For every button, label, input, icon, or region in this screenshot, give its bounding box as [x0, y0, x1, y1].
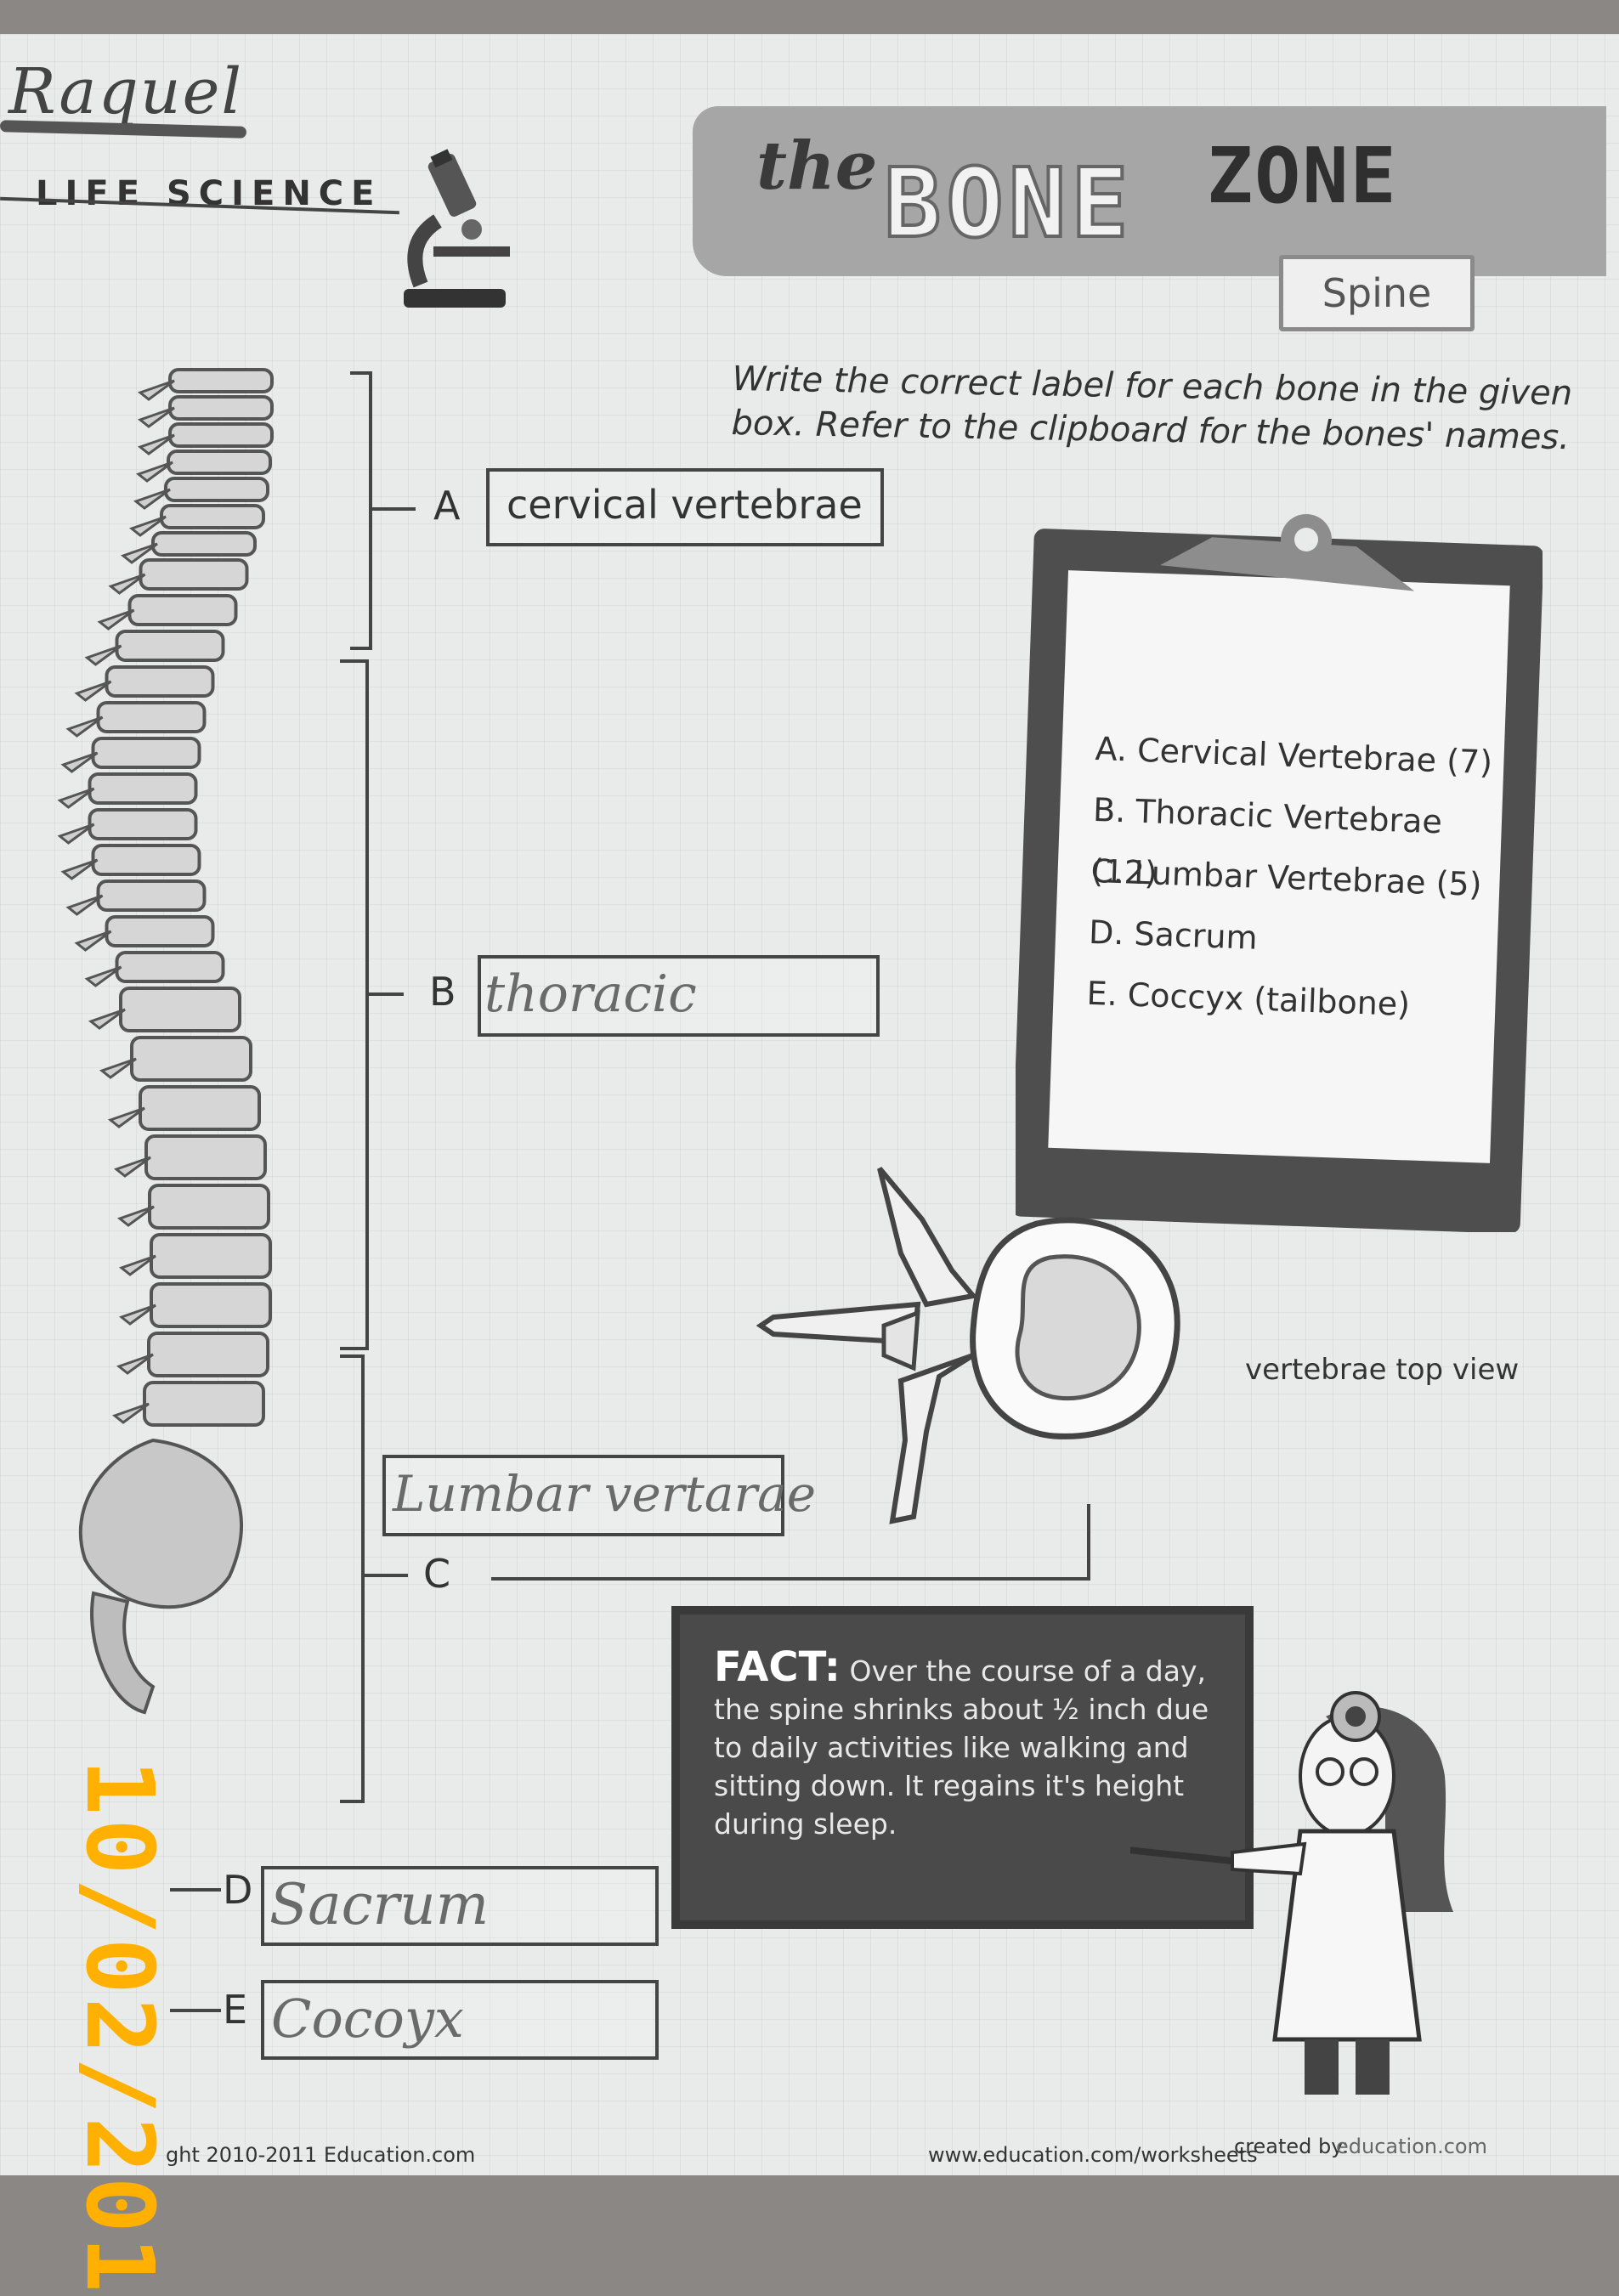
spine-vertebra: [132, 1038, 251, 1080]
spine-vertebra: [130, 596, 236, 625]
spine-vertebra: [90, 810, 196, 839]
spine-vertebra: [93, 845, 200, 874]
spine-vertebra: [140, 1087, 259, 1129]
spine-vertebra: [141, 560, 247, 589]
footer-created-by: created by:: [1234, 2135, 1349, 2158]
vertebra-top-view-illustration: [756, 1160, 1232, 1559]
spine-process: [139, 462, 173, 481]
fact-heading: FACT:: [714, 1643, 841, 1691]
spine-vertebra: [99, 703, 205, 732]
label-letter-a: A: [433, 483, 460, 529]
label-letter-c: C: [423, 1551, 450, 1597]
answer-box-a[interactable]: cervical vertebrae: [486, 468, 884, 546]
tick-c: [361, 1574, 408, 1577]
answer-box-c[interactable]: Lumbar vertarae: [382, 1455, 784, 1536]
answer-b: thoracic: [481, 959, 876, 1030]
spine-vertebra: [107, 667, 213, 696]
spine-process: [140, 435, 174, 454]
spine-vertebra: [153, 533, 255, 555]
spine-vertebra: [99, 881, 205, 910]
instructions: Write the correct label for each bone in…: [731, 357, 1616, 461]
spine-vertebra: [149, 1333, 268, 1376]
spine-vertebra: [90, 774, 196, 803]
spine-vertebra: [170, 424, 272, 446]
footer-brand: education.com: [1336, 2135, 1487, 2158]
spine-vertebra: [170, 397, 272, 419]
spine-vertebra: [166, 478, 268, 500]
spine-vertebra: [161, 506, 263, 528]
tick-a: [369, 507, 416, 511]
tick-e: [170, 2009, 221, 2012]
topic-tag: Spine: [1279, 255, 1475, 331]
spine-process: [140, 408, 174, 427]
spine-vertebra: [151, 1284, 270, 1326]
answer-d: Sacrum: [264, 1869, 655, 1941]
answer-box-d[interactable]: Sacrum: [261, 1866, 659, 1946]
title-zone: ZONE: [1207, 132, 1398, 221]
spine-process: [140, 381, 174, 399]
spine-vertebra: [168, 451, 270, 473]
label-letter-d: D: [223, 1867, 252, 1913]
teacher-illustration: [1130, 1682, 1555, 2107]
answer-box-b[interactable]: thoracic: [478, 955, 880, 1037]
sacrum-shape: [81, 1440, 241, 1607]
spine-vertebra: [150, 1185, 269, 1228]
tick-b: [365, 992, 404, 996]
tick-c-leader: [491, 1577, 1090, 1581]
microscope-icon: [387, 149, 523, 314]
label-letter-e: E: [223, 1987, 247, 2033]
bracket-a: [350, 371, 372, 650]
answer-c: Lumbar vertarae: [386, 1458, 781, 1530]
title-the: the: [756, 127, 877, 205]
clipboard-list: A. Cervical Vertebrae (7) B. Thoracic Ve…: [1085, 718, 1495, 1038]
title-bone: BONE: [884, 149, 1134, 259]
answer-e: Cocoyx: [264, 1983, 655, 2055]
camera-date-stamp: 10/02/201: [65, 1759, 174, 2296]
tick-d: [170, 1888, 221, 1892]
answer-box-e[interactable]: Cocoyx: [261, 1980, 659, 2060]
bracket-b: [340, 659, 369, 1350]
spine-vertebra: [117, 631, 224, 660]
spine-vertebra: [151, 1235, 270, 1277]
spine-vertebra: [117, 953, 224, 981]
spine-vertebra: [146, 1136, 265, 1179]
footer-copyright: ght 2010-2011 Education.com: [166, 2143, 475, 2167]
spine-vertebra: [107, 917, 213, 946]
vertebrae-top-view-caption: vertebrae top view: [1245, 1353, 1519, 1387]
student-name: Raquel: [8, 55, 243, 128]
label-letter-b: B: [429, 969, 456, 1015]
spine-vertebra: [93, 738, 200, 767]
spine-vertebra: [170, 370, 272, 392]
answer-a: cervical vertebrae: [490, 472, 880, 538]
bracket-c: [340, 1354, 365, 1803]
spine-vertebra: [144, 1383, 263, 1425]
spine-vertebra: [121, 988, 240, 1031]
coccyx-shape: [92, 1593, 153, 1712]
footer-url: www.education.com/worksheets: [928, 2143, 1258, 2167]
